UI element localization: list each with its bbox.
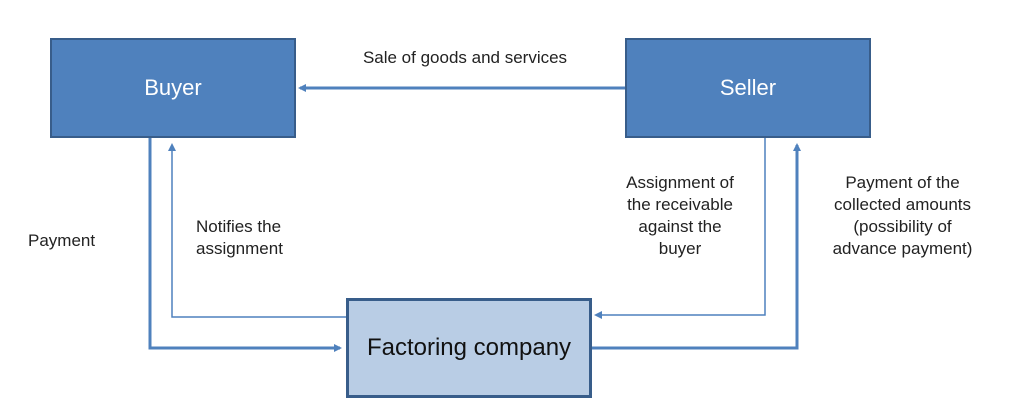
- factoring-company-label: Factoring company: [366, 334, 572, 361]
- seller-node: Seller: [625, 38, 871, 138]
- arrow-assignment: [594, 138, 766, 319]
- buyer-node: Buyer: [50, 38, 296, 138]
- arrow-notifies: [168, 143, 347, 318]
- seller-label: Seller: [719, 75, 777, 100]
- assignment-label: Assignment of the receivable against the…: [626, 173, 734, 258]
- sale-label: Sale of goods and services: [362, 48, 568, 67]
- arrow-payment-collected: [592, 143, 801, 350]
- notifies-label: Notifies the assignment: [196, 217, 283, 258]
- buyer-label: Buyer: [144, 75, 202, 100]
- payment-label: Payment: [28, 231, 96, 250]
- factoring-company-node: Factoring company: [346, 298, 592, 398]
- payment-collected-label: Payment of the collected amounts (possib…: [832, 173, 973, 258]
- arrow-payment: [148, 137, 342, 352]
